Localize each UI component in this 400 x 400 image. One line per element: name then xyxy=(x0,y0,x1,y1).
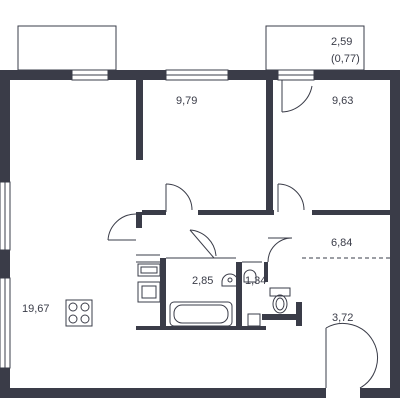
bathroom-fixtures xyxy=(169,269,291,327)
windows xyxy=(0,69,315,369)
living-kitchen-area-label: 19,67 xyxy=(22,303,50,315)
interior-walls xyxy=(136,80,390,330)
toilet-area-label: 1,34 xyxy=(245,275,266,287)
kitchen-fixtures xyxy=(65,263,161,327)
door-swings xyxy=(107,80,378,389)
corridor-area-label: 3,72 xyxy=(332,312,353,324)
balcony-coefficient-label: (0,77) xyxy=(331,53,360,65)
bedroom-2-area-label: 9,63 xyxy=(332,95,353,107)
left-loggia-outline xyxy=(17,25,117,71)
partitions xyxy=(136,254,390,263)
exterior-walls xyxy=(0,70,400,398)
bathroom-area-label: 2,85 xyxy=(192,275,213,287)
balcony-area-label: 2,59 xyxy=(331,36,352,48)
bedroom-1-area-label: 9,79 xyxy=(176,95,197,107)
hall-area-label: 6,84 xyxy=(331,237,352,249)
